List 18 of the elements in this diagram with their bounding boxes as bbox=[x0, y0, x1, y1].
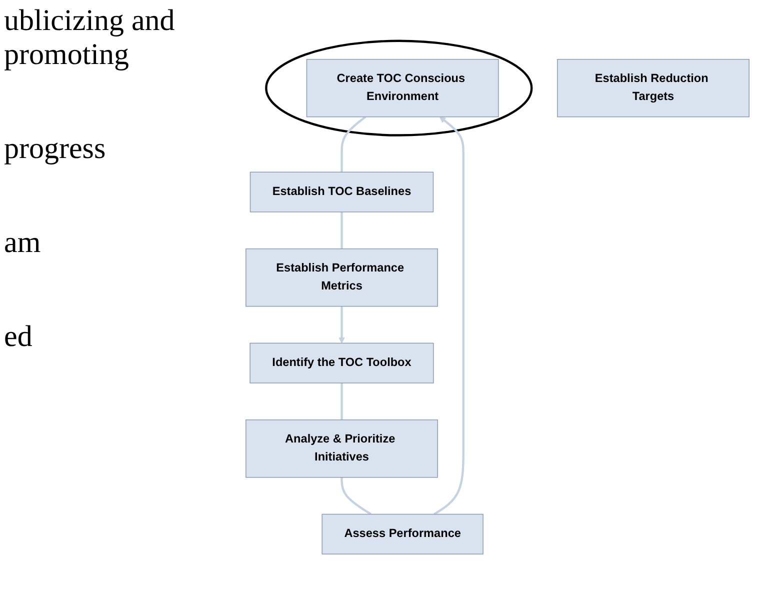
node-box: Establish TOC Baselines bbox=[250, 172, 434, 212]
cluster bbox=[265, 40, 533, 136]
node-box: Assess Performance bbox=[322, 514, 484, 554]
slide-text: am bbox=[4, 226, 42, 260]
node-box: Establish Performance Metrics bbox=[246, 248, 438, 307]
slide-text: progress bbox=[4, 132, 107, 166]
slide-text: ed bbox=[4, 320, 34, 354]
connector bbox=[340, 383, 343, 420]
node-box: Analyze & Prioritize Initiatives bbox=[246, 420, 438, 478]
node-box: Establish Reduction Targets bbox=[557, 58, 750, 118]
connector bbox=[340, 212, 343, 249]
connector bbox=[340, 116, 366, 172]
connector bbox=[340, 477, 372, 516]
arrow bbox=[338, 306, 345, 344]
node-box: Identify the TOC Toolbox bbox=[250, 342, 434, 384]
node-box: Create TOC Conscious Environment bbox=[306, 58, 499, 118]
arrow bbox=[434, 116, 464, 516]
slide-text: ublicizing and promoting bbox=[4, 4, 176, 72]
